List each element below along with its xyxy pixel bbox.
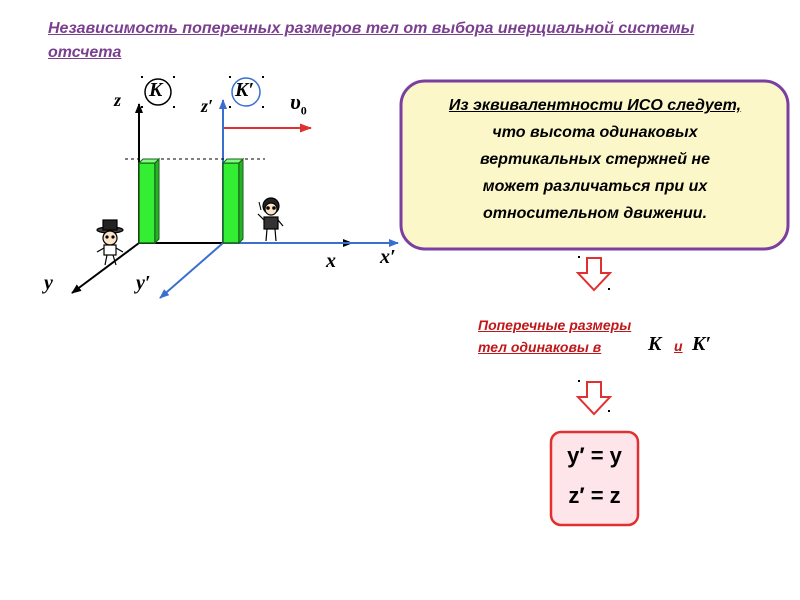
statement-box (399, 79, 790, 251)
down-arrow-2 (575, 381, 613, 416)
statement-line-1: Из эквивалентности ИСО следует, (448, 97, 742, 114)
statement-line-4: может различаться при их (482, 178, 708, 195)
observer-k-prime-figure (257, 197, 284, 242)
k-y-axis-label: y (44, 272, 53, 294)
rod-k-prime (221, 157, 245, 245)
statement-line-3: вертикальных стержней не (480, 151, 710, 168)
rod-k (137, 157, 161, 245)
slide-title: Независимость поперечных размеров тел от… (48, 20, 695, 61)
frame-k-label: K (149, 79, 163, 101)
k-z-axis-label: z (114, 90, 122, 110)
k-y-axis (71, 242, 140, 294)
k-prime-y-axis (159, 242, 224, 299)
conclusion-frame-k: K (648, 333, 662, 355)
equation-y: y′ = y (567, 443, 622, 468)
statement-line-5: относительном движении. (482, 205, 708, 222)
statement-line-2: что высота одинаковых (492, 124, 698, 141)
conclusion-line-1: Поперечные размеры (478, 317, 632, 333)
conclusion-text: Поперечные размеры тел одинаковы в (478, 314, 678, 358)
conclusion-frame-k-prime: K′ (692, 333, 711, 355)
observer-k-figure (96, 219, 124, 266)
decor-dots (141, 76, 610, 412)
frame-k-prime-label: K′ (235, 79, 254, 101)
velocity-label: υ0 (290, 89, 307, 118)
statement-text: Из эквивалентности ИСО следует, что высо… (412, 92, 778, 227)
down-arrow-1 (575, 257, 613, 292)
frame-k-prime-circle (231, 77, 261, 107)
equation-z: z′ = z (568, 483, 621, 508)
k-prime-z-axis-label: z′ (201, 96, 214, 116)
k-x-axis-label: x (326, 250, 336, 272)
conclusion-line-2: тел одинаковы в (478, 339, 602, 355)
conclusion-conj: и (674, 338, 683, 354)
k-prime-y-axis-label: y′ (136, 272, 151, 294)
equation-box (549, 430, 640, 527)
k-prime-x-axis-label: x′ (380, 246, 396, 268)
frame-k-circle (144, 78, 172, 106)
